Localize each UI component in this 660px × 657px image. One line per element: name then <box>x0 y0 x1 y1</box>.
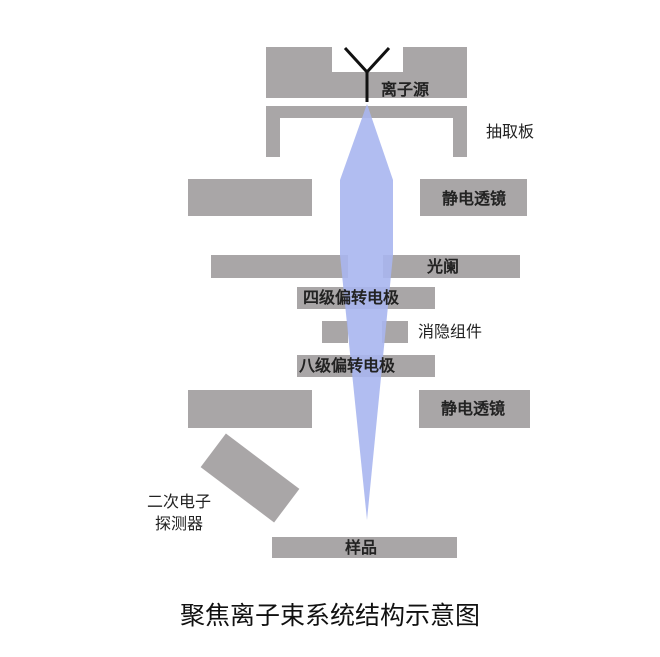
label-lens-upper: 静电透镜 <box>442 189 507 208</box>
secondary-electron-detector <box>200 433 300 523</box>
lens-upper-left <box>188 179 312 216</box>
blanker-left <box>322 321 348 343</box>
lens-lower-right <box>419 390 530 428</box>
label-ion-source: 离子源 <box>381 80 430 99</box>
label-sample: 样品 <box>345 538 378 557</box>
label-aperture: 光阑 <box>427 257 460 276</box>
label-extractor: 抽取板 <box>486 122 535 141</box>
label-detector-line1: 二次电子 <box>147 492 212 511</box>
ion-beam <box>340 104 393 520</box>
aperture-right <box>383 255 520 278</box>
label-lens-lower: 静电透镜 <box>441 399 506 418</box>
label-detector-line2: 探测器 <box>155 514 204 533</box>
label-blanker: 消隐组件 <box>418 322 483 341</box>
label-quadrupole: 四级偏转电极 <box>303 288 400 307</box>
emitter-tip-icon <box>343 46 391 102</box>
blanker-right <box>382 321 408 343</box>
sample-stage <box>272 537 457 558</box>
diagram-caption: 聚焦离子束系统结构示意图 <box>179 601 480 630</box>
aperture-left <box>211 255 348 278</box>
label-octupole: 八级偏转电极 <box>299 356 396 375</box>
lens-lower-left <box>188 390 312 428</box>
lens-upper-right <box>420 179 527 216</box>
